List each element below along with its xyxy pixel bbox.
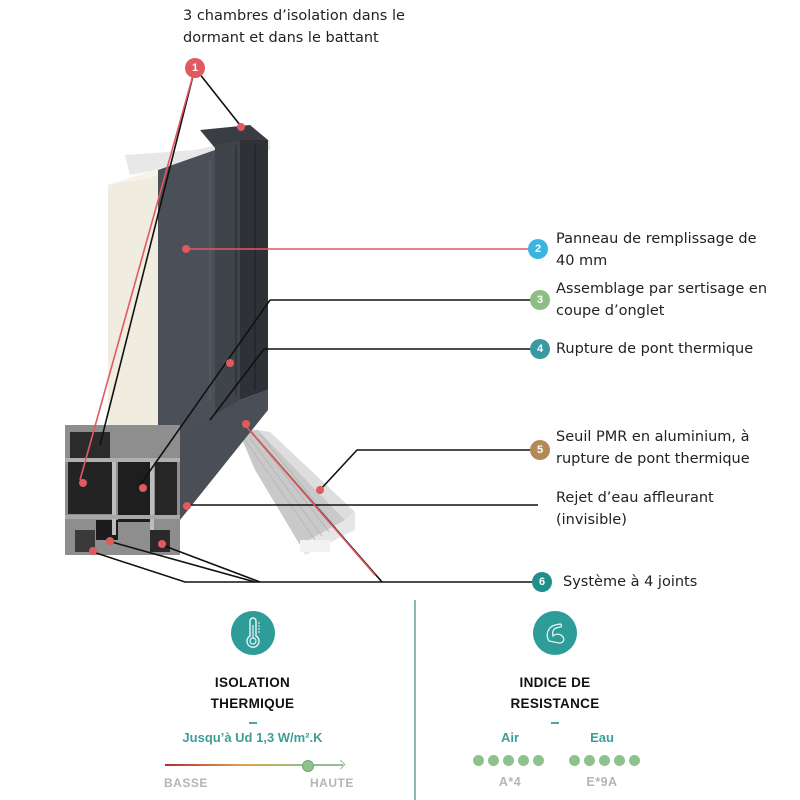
isolation-scale	[165, 759, 350, 772]
arrow-right-icon	[335, 759, 346, 770]
leader-lines	[92, 67, 538, 583]
eau-rating-dot	[614, 755, 625, 766]
isolation-scale-marker	[302, 760, 315, 772]
flexed-arm-icon	[533, 611, 577, 655]
resistance-dash	[551, 722, 559, 724]
air-label: Air	[500, 730, 520, 745]
callout-1-text: 3 chambres d’isolation dans le dormant e…	[183, 5, 443, 49]
callout-6-badge: 6	[532, 572, 552, 592]
air-rating-dot	[503, 755, 514, 766]
callout-drain-line-2: (invisible)	[556, 512, 627, 528]
threshold-profile	[238, 430, 355, 555]
marker-dots	[79, 123, 324, 555]
callout-1-badge: 1	[185, 58, 205, 78]
callout-6-text: Système à 4 joints	[563, 571, 793, 593]
callout-5-badge: 5	[530, 440, 550, 460]
scale-high-label: HAUTE	[310, 776, 354, 790]
isolation-scale-track	[165, 764, 307, 766]
eau-rating-dot	[584, 755, 595, 766]
air-rating-dot	[473, 755, 484, 766]
thermometer-icon	[231, 611, 275, 655]
air-rating-dot	[518, 755, 529, 766]
callout-5-line-2: rupture de pont thermique	[556, 451, 750, 467]
air-rating: A*4	[498, 775, 522, 789]
callout-2-line-1: Panneau de remplissage de	[556, 231, 757, 247]
panel-divider	[414, 600, 416, 800]
callout-4-badge: 4	[530, 339, 550, 359]
eau-rating-dot	[599, 755, 610, 766]
eau-rating-dot	[569, 755, 580, 766]
isolation-dash	[249, 722, 257, 724]
callout-5-text: Seuil PMR en aluminium, à rupture de pon…	[556, 426, 796, 470]
callout-2-text: Panneau de remplissage de 40 mm	[556, 228, 796, 272]
isolation-title: ISOLATION THERMIQUE	[170, 672, 335, 714]
resistance-title-line-2: RESISTANCE	[510, 696, 600, 711]
air-rating-dot	[533, 755, 544, 766]
callout-2-line-2: 40 mm	[556, 253, 608, 269]
air-rating-dot	[488, 755, 499, 766]
marker-lines	[79, 67, 532, 576]
window-profile-illustration	[65, 67, 538, 583]
resistance-title: INDICE DE RESISTANCE	[470, 672, 640, 714]
resistance-title-line-1: INDICE DE	[519, 675, 591, 690]
callout-drain-line-1: Rejet d’eau affleurant	[556, 490, 714, 506]
frame-cross-section	[65, 425, 180, 555]
callout-6-line-1: Système à 4 joints	[563, 574, 698, 590]
isolation-title-line-2: THERMIQUE	[210, 696, 295, 711]
callout-3-line-2: coupe d’onglet	[556, 303, 665, 319]
callout-drain-text: Rejet d’eau affleurant (invisible)	[556, 487, 796, 531]
isolation-value: Jusqu’à Ud 1,3 W/m².K	[182, 730, 323, 745]
isolation-scale-tail	[307, 764, 343, 766]
scale-low-label: BASSE	[164, 776, 208, 790]
isolation-title-line-1: ISOLATION	[214, 675, 291, 690]
eau-rating-dot	[629, 755, 640, 766]
eau-label: Eau	[590, 730, 614, 745]
sash-profile	[158, 140, 268, 520]
callout-3-badge: 3	[530, 290, 550, 310]
eau-rating: E*9A	[586, 775, 618, 789]
callout-3-line-1: Assemblage par sertisage en	[556, 281, 768, 297]
callout-4-text: Rupture de pont thermique	[556, 338, 796, 360]
callout-4-line-1: Rupture de pont thermique	[556, 341, 754, 357]
callout-2-badge: 2	[528, 239, 548, 259]
callout-3-text: Assemblage par sertisage en coupe d’ongl…	[556, 278, 796, 322]
callout-1-line-2: dormant et dans le battant	[183, 30, 379, 46]
callout-1-line-1: 3 chambres d’isolation dans le	[183, 8, 405, 24]
callout-5-line-1: Seuil PMR en aluminium, à	[556, 429, 750, 445]
